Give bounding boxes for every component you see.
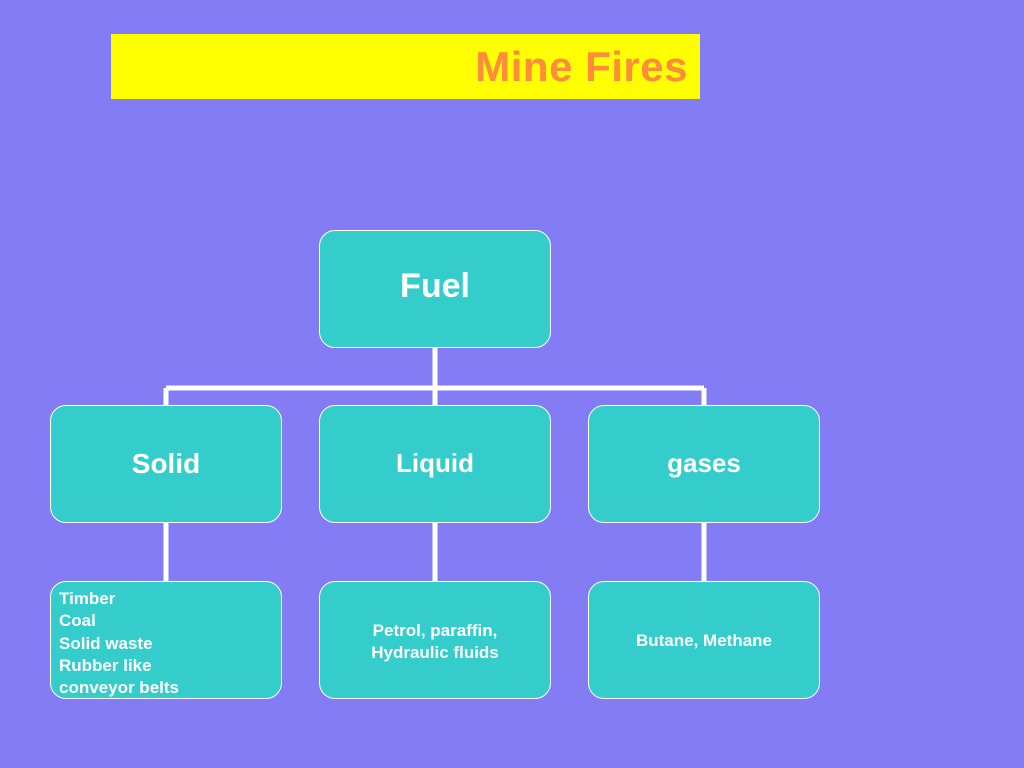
node-solid-label: Solid	[131, 447, 201, 479]
node-solid: Solid	[50, 405, 282, 523]
node-gases-label: gases	[667, 448, 741, 478]
list-item: Solid waste	[59, 633, 153, 653]
node-liquid-label: Liquid	[396, 448, 474, 478]
liquid-examples-list: Petrol, paraffin, Hydraulic fluids	[320, 620, 550, 664]
list-item: Hydraulic fluids	[371, 643, 499, 662]
title-banner: Mine Fires	[111, 34, 700, 99]
list-item: Coal	[59, 611, 96, 631]
node-fuel-label: Fuel	[400, 266, 470, 305]
list-item: Butane, Methane	[635, 631, 773, 650]
list-item: Timber	[59, 589, 116, 608]
list-item: conveyor belts	[59, 678, 179, 698]
node-gases-examples: Butane, Methane	[588, 581, 820, 699]
list-item: Rubber like	[59, 655, 152, 675]
slide-title: Mine Fires	[475, 43, 688, 90]
node-solid-examples: Timber Coal Solid waste Rubber like conv…	[50, 581, 282, 699]
node-fuel: Fuel	[319, 230, 551, 348]
list-item: Petrol, paraffin,	[372, 621, 498, 640]
node-liquid-examples: Petrol, paraffin, Hydraulic fluids	[319, 581, 551, 699]
node-liquid: Liquid	[319, 405, 551, 523]
node-gases: gases	[588, 405, 820, 523]
solid-examples-list: Timber Coal Solid waste Rubber like conv…	[59, 588, 179, 699]
